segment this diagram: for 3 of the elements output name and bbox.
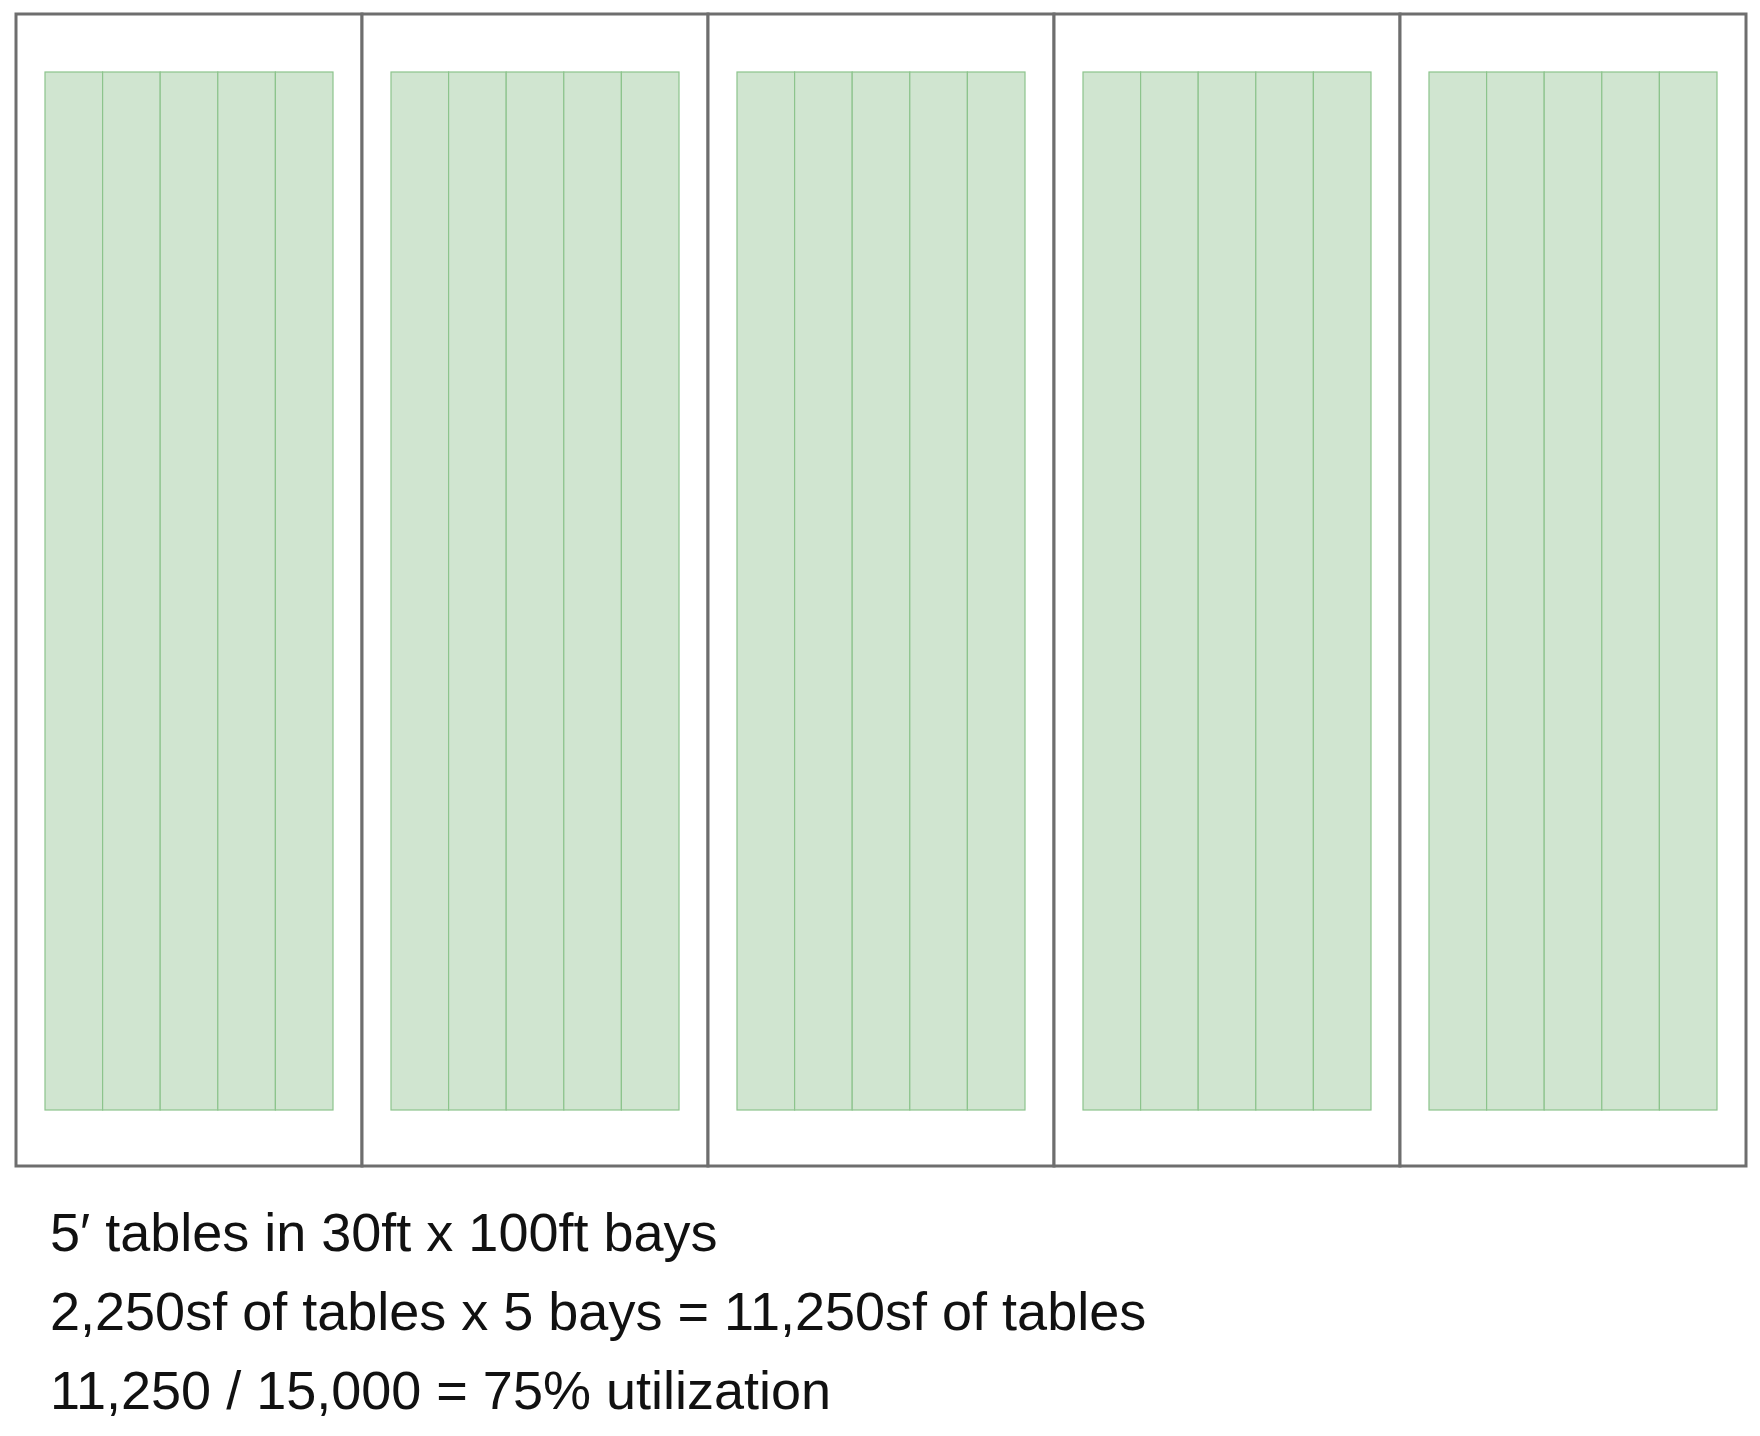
note-text: 2,250sf of tables x 5 bays = 11,250sf of tables	[50, 1280, 1147, 1343]
note-text: 11,250 / 15,000 = 75% utilization	[50, 1359, 832, 1422]
note-text: 5′ tables in 30ft x 100ft bays	[50, 1201, 718, 1264]
